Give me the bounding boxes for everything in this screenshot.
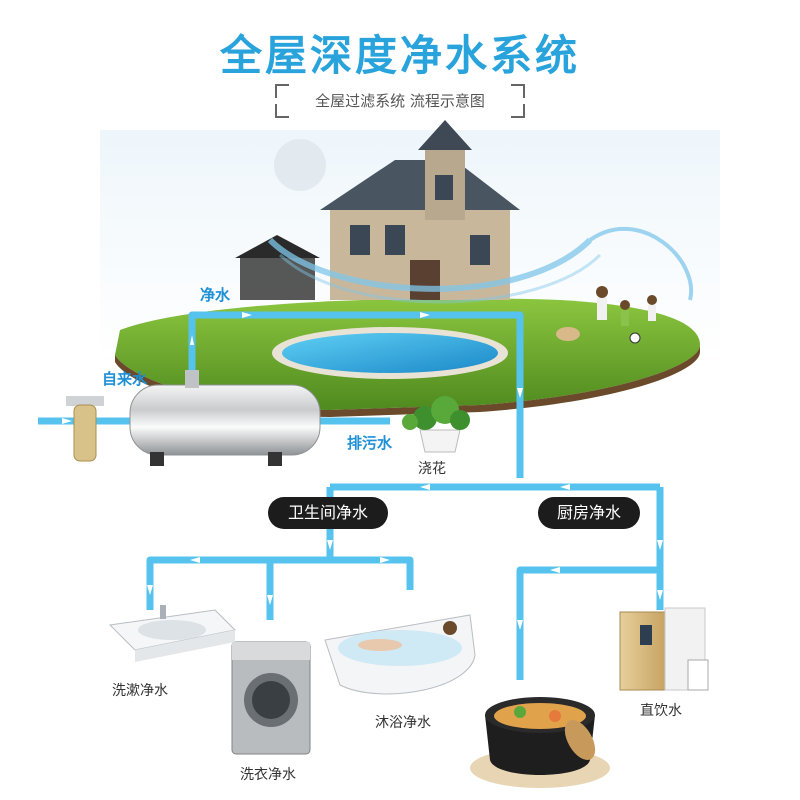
stainless-filter-illustration — [129, 370, 321, 466]
pre-filter-illustration — [66, 396, 104, 462]
water-dispenser-illustration — [619, 607, 709, 691]
bathtub-illustration — [324, 614, 476, 695]
bracket-corner — [511, 104, 525, 118]
washing-machine-label: 洗衣净水 — [240, 767, 296, 783]
bracket-corner — [275, 104, 289, 118]
drain-water-label: 排污水 — [347, 434, 393, 452]
flow-arrows — [62, 312, 663, 630]
family-figures — [556, 286, 657, 344]
subtitle: 全屋过滤系统 流程示意图 — [275, 84, 525, 118]
bracket-corner — [511, 84, 525, 98]
cooking-pot-illustration — [470, 697, 610, 788]
washbasin-label: 洗漱净水 — [112, 683, 168, 699]
bath-label: 沐浴净水 — [375, 715, 431, 731]
water-swirl — [267, 226, 694, 304]
clean-water-label: 净水 — [200, 286, 231, 304]
tap-water-label: 自来水 — [102, 370, 148, 388]
potted-plant-illustration — [402, 396, 470, 453]
swimming-pool — [282, 333, 498, 373]
watering-flowers-label: 浇花 — [418, 461, 446, 477]
washing-machine-illustration — [231, 641, 311, 755]
washbasin-illustration — [108, 605, 237, 662]
subtitle-text: 全屋过滤系统 流程示意图 — [315, 92, 485, 110]
direct-drink-label: 直饮水 — [640, 703, 682, 719]
bracket-corner — [275, 84, 289, 98]
kitchen-water-badge: 厨房净水 — [538, 497, 640, 529]
page-title: 全屋深度净水系统 — [219, 31, 580, 80]
bathroom-water-badge: 卫生间净水 — [268, 497, 388, 529]
